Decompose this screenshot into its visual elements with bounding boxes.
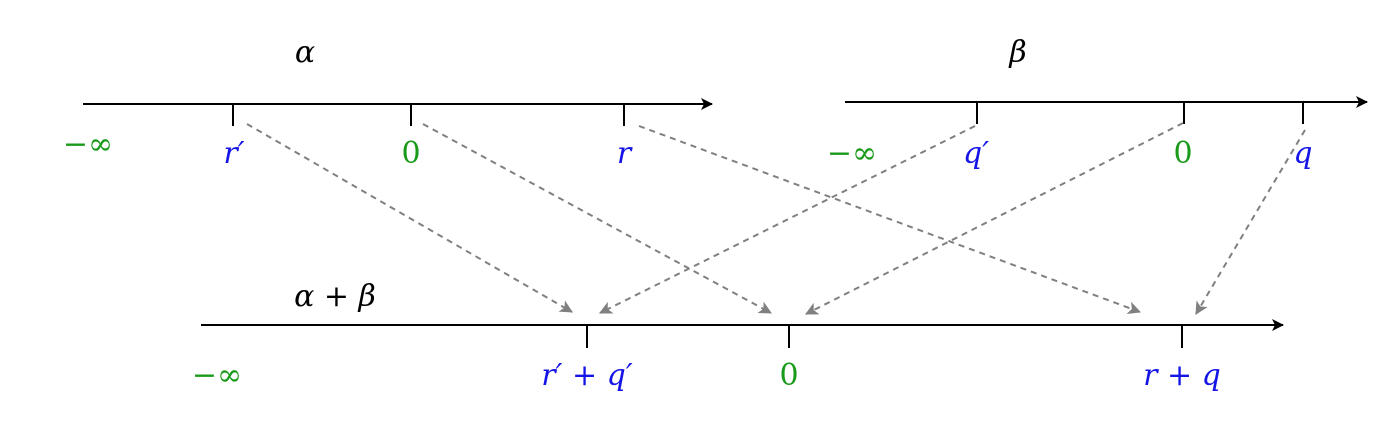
alpha-neg-infinity-label: −∞ [63,127,113,162]
alpha-tick-label-zero: 0 [401,136,420,171]
arrow-q-to-r-plus-q [1195,129,1306,315]
sum-tick-label-r-plus-q: r + q [1143,358,1221,393]
arrow-alpha-zero-to-sum-zero [422,123,772,314]
arrow-q-prime-to-sum [599,125,976,314]
mapping-arrows [246,122,1306,315]
beta-title: β [1008,35,1026,70]
alpha-tick-label-r: r [617,136,633,171]
beta-tick-label-q: q [1293,136,1312,171]
sum-tick-label-r-prime-plus-q-prime: r′ + q′ [541,358,633,393]
alpha-number-line: α −∞ r′ 0 r [63,35,713,171]
arrow-beta-zero-to-sum-zero [805,122,1184,315]
beta-tick-label-zero: 0 [1173,136,1192,171]
sum-title: α + β [294,279,376,314]
sum-number-line: α + β −∞ r′ + q′ 0 r + q [192,279,1284,393]
sum-neg-infinity-label: −∞ [192,358,242,393]
beta-neg-infinity-label: −∞ [827,136,877,171]
beta-tick-label-q-prime: q′ [963,136,989,171]
alpha-tick-label-r-prime: r′ [223,136,244,171]
alpha-title: α [295,35,315,70]
arrow-r-prime-to-sum [246,123,573,313]
arrow-r-to-r-plus-q [638,125,1142,314]
sum-tick-label-zero: 0 [779,358,798,393]
beta-number-line: β −∞ q′ 0 q [827,35,1368,171]
